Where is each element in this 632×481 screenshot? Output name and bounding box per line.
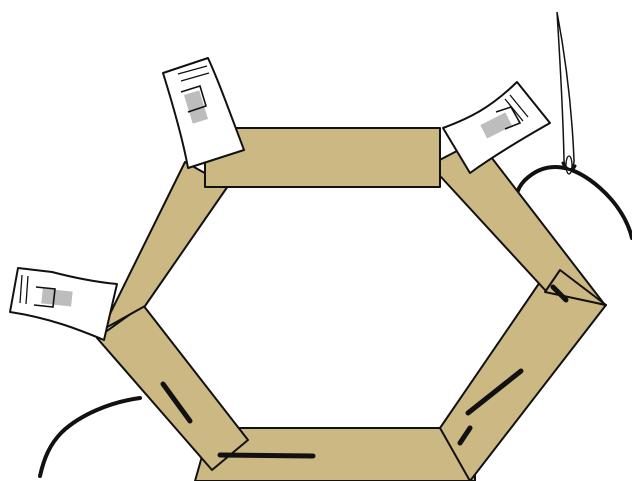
- stitch-left-1: [160, 381, 193, 424]
- thread-left-tail: [38, 396, 142, 478]
- thread-through-eye: [561, 161, 577, 172]
- frame-slat-upper-right: [429, 139, 606, 306]
- clip-tab: [480, 112, 513, 139]
- frame-slat-lower-right: [439, 281, 607, 481]
- top-right-clip: [442, 81, 551, 174]
- frame-slat-lower-left: [96, 304, 249, 471]
- needle-eye: [565, 155, 573, 175]
- hexagon-frame: [96, 127, 607, 481]
- stitch-right-short: [457, 425, 473, 446]
- stitch-right-long: [465, 368, 524, 416]
- left-clip: [9, 267, 118, 341]
- frame-slat-top: [204, 127, 441, 188]
- needle: [556, 11, 575, 175]
- stitch-bottom: [217, 452, 316, 459]
- top-left-clip: [162, 57, 245, 169]
- clip-tab: [41, 288, 73, 307]
- clip-tab: [183, 90, 209, 124]
- frame-corner-right: [544, 269, 607, 306]
- needle-shaft: [556, 11, 575, 169]
- frame-slat-bottom: [194, 427, 476, 481]
- stitches: [160, 284, 569, 459]
- stitch-right-top: [550, 284, 569, 303]
